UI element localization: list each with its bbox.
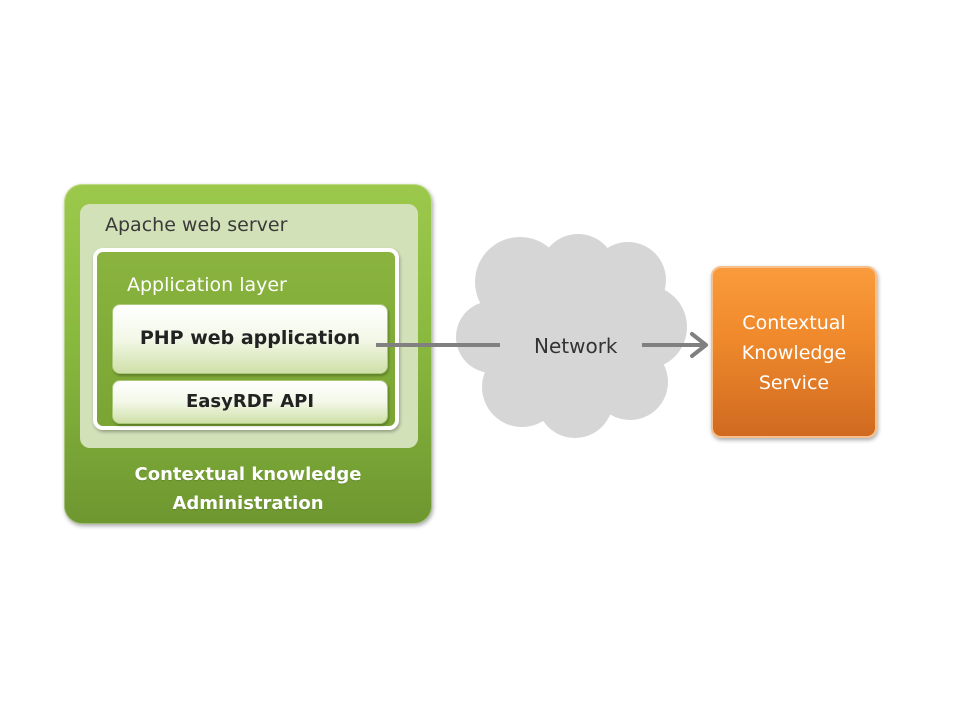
network-cloud-icon [456, 234, 687, 438]
service-label-line1: Contextual [742, 312, 846, 334]
admin-label: Contextual knowledge Administration [64, 460, 432, 518]
service-label-line2: Knowledge [741, 342, 847, 364]
apache-label: Apache web server [105, 214, 288, 236]
php-web-application-box: PHP web application [112, 304, 388, 374]
service-label: Contextual Knowledge Service [713, 308, 875, 398]
application-layer-label: Application layer [127, 274, 287, 296]
arrowhead-icon [690, 332, 708, 358]
service-label-line3: Service [758, 372, 830, 394]
admin-label-line1: Contextual knowledge [134, 464, 362, 485]
network-label: Network [534, 334, 618, 358]
contextual-knowledge-service-box: Contextual Knowledge Service [711, 266, 877, 438]
admin-label-line2: Administration [172, 493, 324, 514]
easyrdf-api-box: EasyRDF API [112, 380, 388, 424]
